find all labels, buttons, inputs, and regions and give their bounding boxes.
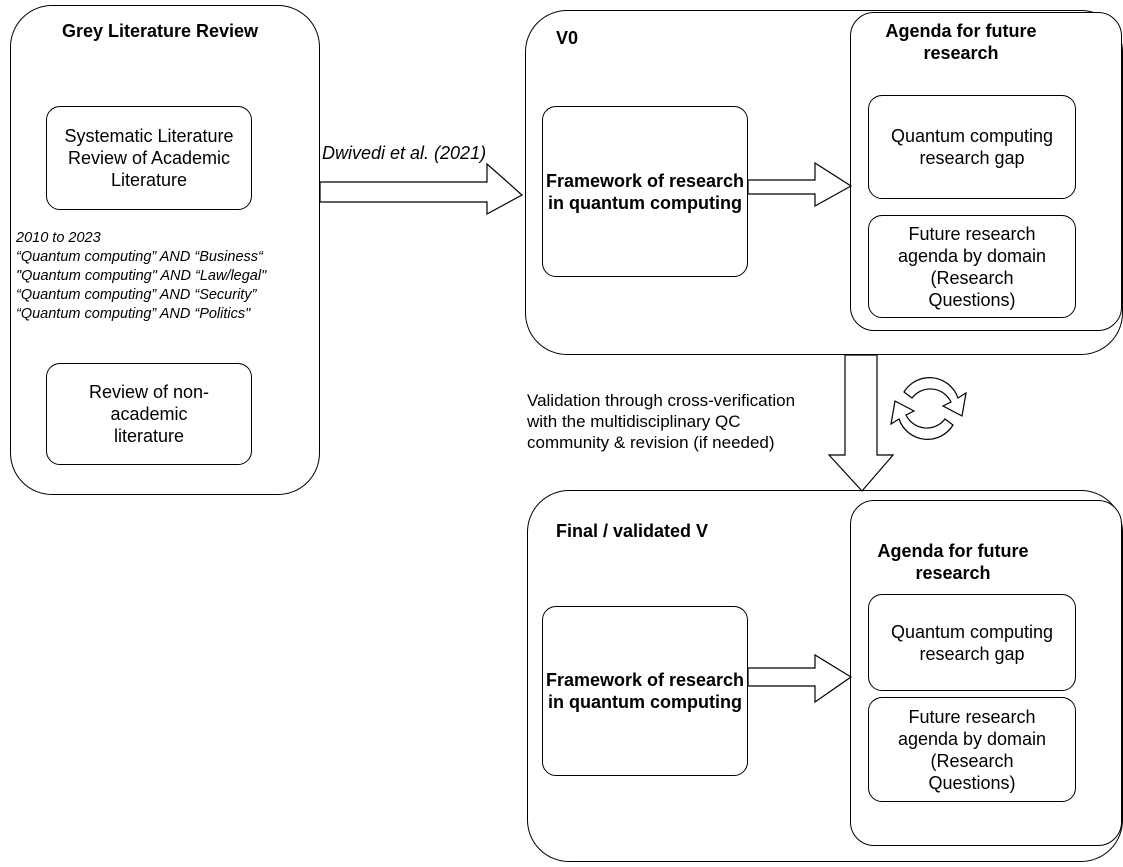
refresh-cycle-icon: [890, 377, 967, 440]
slr-box: Systematic Literature Review of Academic…: [46, 106, 252, 210]
slr-label: Systematic Literature Review of Academic…: [64, 126, 234, 190]
final-framework-label: Framework of research in quantum computi…: [545, 670, 745, 712]
query-security: “Quantum computing” AND “Security”: [16, 287, 257, 303]
validation-line-1: Validation through cross-verification: [527, 391, 796, 410]
final-title: Final / validated V: [556, 521, 709, 541]
final-framework-box: Framework of research in quantum computi…: [542, 606, 748, 776]
final-future-box: Future research agenda by domain (Resear…: [868, 697, 1076, 802]
v0-title: V0: [556, 28, 579, 48]
final-future-label: Future research agenda by domain (Resear…: [897, 706, 1047, 793]
v0-gap-box: Quantum computing research gap: [868, 95, 1076, 199]
v0-framework-box: Framework of research in quantum computi…: [542, 106, 748, 277]
query-years: 2010 to 2023: [16, 230, 101, 246]
v0-future-label: Future research agenda by domain (Resear…: [897, 223, 1047, 310]
dwivedi-citation: Dwivedi et al. (2021): [322, 143, 487, 163]
arrow-v0-framework-to-agenda: [747, 161, 853, 208]
validation-text: Validation through cross-verification wi…: [527, 390, 867, 453]
query-business: “Quantum computing” AND “Business“: [16, 249, 263, 265]
validation-line-2: with the multidisciplinary QC: [527, 412, 741, 431]
arrow-v0-to-final: [827, 354, 895, 492]
v0-future-box: Future research agenda by domain (Resear…: [868, 215, 1076, 318]
query-law: "Quantum computing" AND “Law/legal": [16, 268, 267, 284]
arrow-final-framework-to-agenda: [747, 653, 853, 704]
nonacademic-box: Review of non-academic literature: [46, 363, 252, 465]
final-gap-box: Quantum computing research gap: [868, 594, 1076, 691]
validation-line-3: community & revision (if needed): [527, 433, 775, 452]
v0-agenda-title: Agenda for future research: [885, 21, 1037, 63]
v0-gap-label: Quantum computing research gap: [890, 126, 1054, 168]
v0-framework-label: Framework of research in quantum computi…: [545, 170, 745, 213]
nonacademic-label: Review of non-academic literature: [88, 382, 210, 446]
query-politics: “Quantum computing” AND “Politics": [16, 306, 251, 322]
final-gap-label: Quantum computing research gap: [890, 621, 1054, 664]
arrow-to-v0: [319, 162, 524, 216]
grey-literature-title: Grey Literature Review: [61, 21, 259, 41]
final-agenda-title: Agenda for future research: [877, 541, 1029, 583]
